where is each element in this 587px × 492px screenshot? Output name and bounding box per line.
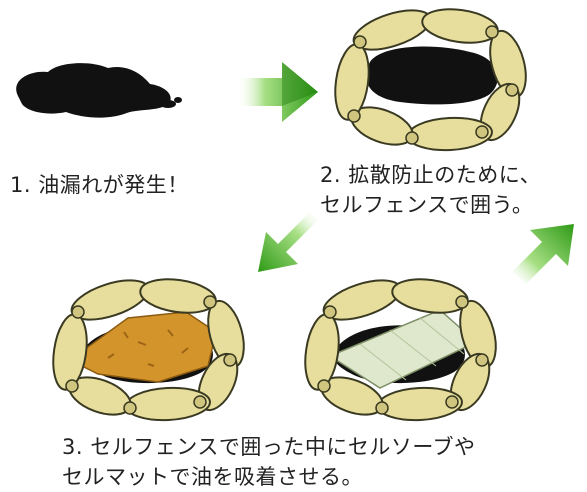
sorbent-icon bbox=[47, 271, 252, 424]
step2-line1: 拡散防止のために、 bbox=[348, 163, 542, 187]
step3-number: 3. bbox=[62, 435, 84, 459]
step3-line2: セルマットで油を吸着させる。 bbox=[62, 465, 363, 489]
step2-caption: 2. 拡散防止のために、 セルフェンスで囲う。 bbox=[320, 160, 541, 220]
step1-caption: 1. 油漏れが発生！ bbox=[10, 170, 189, 200]
fence-ring-icon bbox=[329, 1, 534, 154]
green-arrow-icon bbox=[258, 212, 318, 272]
mat-icon bbox=[299, 271, 504, 424]
step1-text: 油漏れが発生！ bbox=[38, 173, 189, 197]
step3-line1: セルフェンスで囲った中にセルソーブや bbox=[90, 435, 476, 459]
green-arrow-icon bbox=[512, 224, 574, 284]
step2-line2: セルフェンスで囲う。 bbox=[320, 193, 534, 217]
oil-spill-icon bbox=[16, 63, 182, 118]
step2-number: 2. bbox=[320, 163, 342, 187]
step3-caption: 3. セルフェンスで囲った中にセルソーブや セルマットで油を吸着させる。 bbox=[62, 432, 476, 492]
green-arrow-icon bbox=[236, 62, 318, 122]
step1-number: 1. bbox=[10, 173, 32, 197]
